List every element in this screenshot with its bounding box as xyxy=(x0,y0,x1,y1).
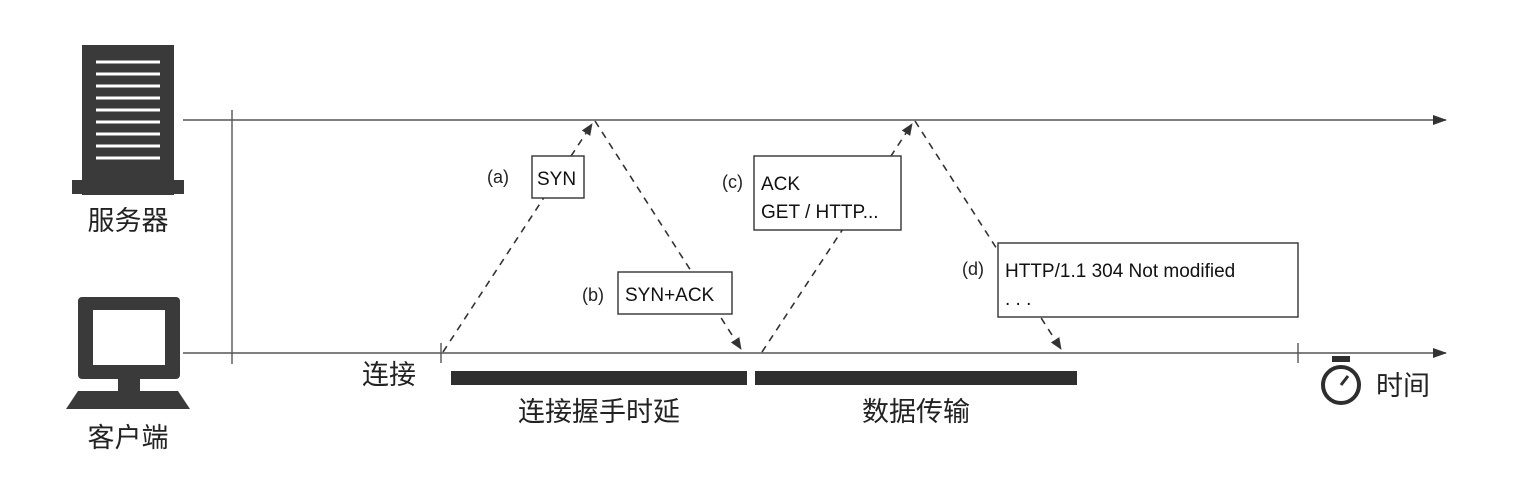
transfer-bar xyxy=(755,371,1077,385)
syn-text: SYN xyxy=(537,169,576,190)
server-tower-icon xyxy=(72,45,184,195)
ack-text: ACK xyxy=(761,174,800,195)
step-c-tag: (c) xyxy=(722,172,743,192)
http-response-box xyxy=(997,242,1299,318)
server-label: 服务器 xyxy=(88,206,169,237)
transfer-label: 数据传输 xyxy=(862,397,970,428)
syn-box xyxy=(531,155,585,199)
handshake-label: 连接握手时延 xyxy=(518,397,680,428)
client-label: 客户端 xyxy=(88,423,169,454)
syn-ack-arrow xyxy=(594,120,742,350)
time-label: 时间 xyxy=(1376,371,1430,402)
http-status-text: HTTP/1.1 304 Not modified xyxy=(1005,261,1235,282)
step-d-tag: (d) xyxy=(962,259,984,279)
connect-label: 连接 xyxy=(362,360,416,391)
step-b-tag: (b) xyxy=(582,285,604,305)
desktop-computer-icon xyxy=(66,297,190,409)
ack-get-box xyxy=(753,155,902,231)
syn-ack-text: SYN+ACK xyxy=(625,285,715,306)
step-a-tag: (a) xyxy=(487,167,509,187)
handshake-bar xyxy=(451,371,747,385)
stopwatch-icon xyxy=(1321,356,1361,405)
http-ellipsis-text: . . . xyxy=(1005,289,1031,310)
syn-ack-box xyxy=(617,271,733,315)
get-text: GET / HTTP... xyxy=(761,202,879,223)
